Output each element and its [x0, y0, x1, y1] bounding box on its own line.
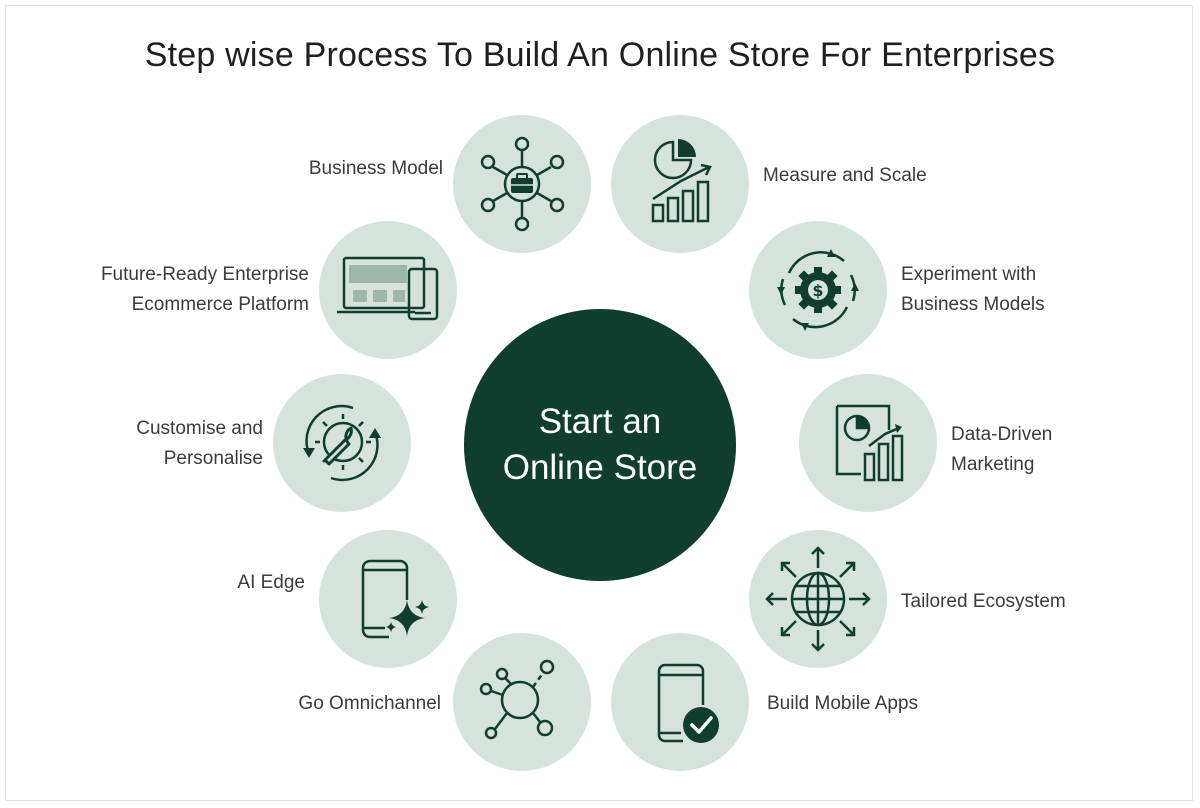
step-label-line: Tailored Ecosystem: [901, 591, 1066, 612]
step-label-line: Business Model: [308, 158, 443, 179]
step-label-line: Personalise: [163, 448, 263, 469]
pie-bar-growth-icon: [651, 139, 712, 223]
wrench-gear-cycle-icon: [303, 404, 381, 482]
step-label-line: Data-Driven: [951, 424, 1053, 445]
center-label-line1: Start an: [538, 402, 662, 441]
report-chart-icon: [835, 404, 904, 482]
center-circle: Start an Online Store: [464, 309, 736, 581]
step-label-line: Customise and: [136, 418, 263, 439]
step-node-experiment: $: [749, 221, 887, 359]
step-label-line: Ecommerce Platform: [131, 294, 309, 315]
step-node-business-model: [453, 115, 591, 253]
step-node-measure-and-scale: [611, 115, 749, 253]
step-node-tailored-ecosystem: [749, 530, 887, 668]
center-label-line2: Online Store: [502, 448, 698, 487]
step-label-data-driven-marketing: Data-Driven Marketing: [951, 420, 1052, 480]
step-label-future-ready-platform: Future-Ready Enterprise Ecommerce Platfo…: [101, 260, 309, 320]
hub-nodes-icon: [479, 659, 555, 740]
page-title: Step wise Process To Build An Online Sto…: [144, 36, 1056, 74]
center-label: Start an Online Store: [480, 399, 720, 491]
step-label-measure-and-scale: Measure and Scale: [763, 161, 927, 191]
step-label-line: Experiment with: [901, 264, 1037, 285]
step-label-line: Build Mobile Apps: [767, 693, 919, 714]
step-label-go-omnichannel: Go Omnichannel: [298, 689, 441, 719]
step-node-build-mobile-apps: [611, 633, 749, 771]
step-node-data-driven-marketing: [799, 374, 937, 512]
step-label-customise: Customise and Personalise: [136, 414, 263, 474]
step-node-customise: [273, 374, 411, 512]
step-label-line: Go Omnichannel: [298, 693, 441, 714]
phone-check-icon: [657, 663, 719, 743]
desktop-mobile-icon: [337, 256, 439, 321]
step-node-future-ready-platform: [319, 221, 457, 359]
step-node-ai-edge: [319, 530, 457, 668]
step-label-line: Measure and Scale: [763, 165, 927, 186]
phone-sparkle-icon: [361, 559, 429, 639]
globe-arrows-icon: [765, 546, 871, 652]
step-label-line: Business Models: [901, 294, 1045, 315]
step-label-line: Marketing: [951, 454, 1035, 475]
step-label-business-model: Business Model: [309, 154, 443, 184]
step-label-build-mobile-apps: Build Mobile Apps: [767, 689, 918, 719]
step-label-tailored-ecosystem: Tailored Ecosystem: [901, 587, 1066, 617]
step-node-go-omnichannel: [453, 633, 591, 771]
network-briefcase-icon: [480, 136, 565, 232]
step-label-line: Future-Ready Enterprise: [100, 264, 309, 285]
step-label-line: AI Edge: [237, 572, 305, 593]
step-label-ai-edge: AI Edge: [237, 568, 305, 598]
step-label-experiment: Experiment with Business Models: [901, 260, 1045, 320]
svg-text:$: $: [812, 281, 823, 300]
dollar-gear-cycle-icon: $: [777, 249, 859, 331]
